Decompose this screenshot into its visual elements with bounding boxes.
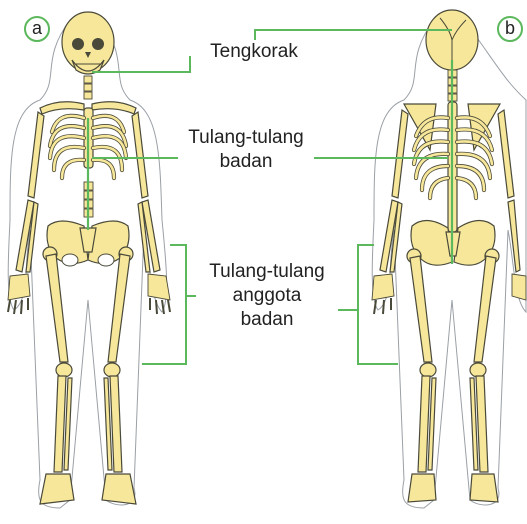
back-view-badge: b: [497, 16, 523, 42]
axial-label-line1: Tulang-tulang: [178, 126, 314, 150]
legs-front: [40, 247, 136, 504]
appendicular-label-line3: badan: [196, 308, 338, 332]
front-view-badge: a: [24, 16, 50, 42]
appendicular-label-line2: anggota: [196, 284, 338, 308]
skeleton-back: [372, 10, 526, 508]
axial-label-line2: badan: [178, 150, 314, 174]
skeleton-front: [8, 12, 170, 508]
axial-label: Tulang-tulang badan: [178, 126, 314, 174]
skull-front: [62, 12, 114, 74]
legs-back: [407, 249, 499, 502]
skull-label: Tengkorak: [194, 40, 314, 64]
appendicular-label: Tulang-tulang anggota badan: [196, 260, 338, 332]
appendicular-label-line1: Tulang-tulang: [196, 260, 338, 284]
